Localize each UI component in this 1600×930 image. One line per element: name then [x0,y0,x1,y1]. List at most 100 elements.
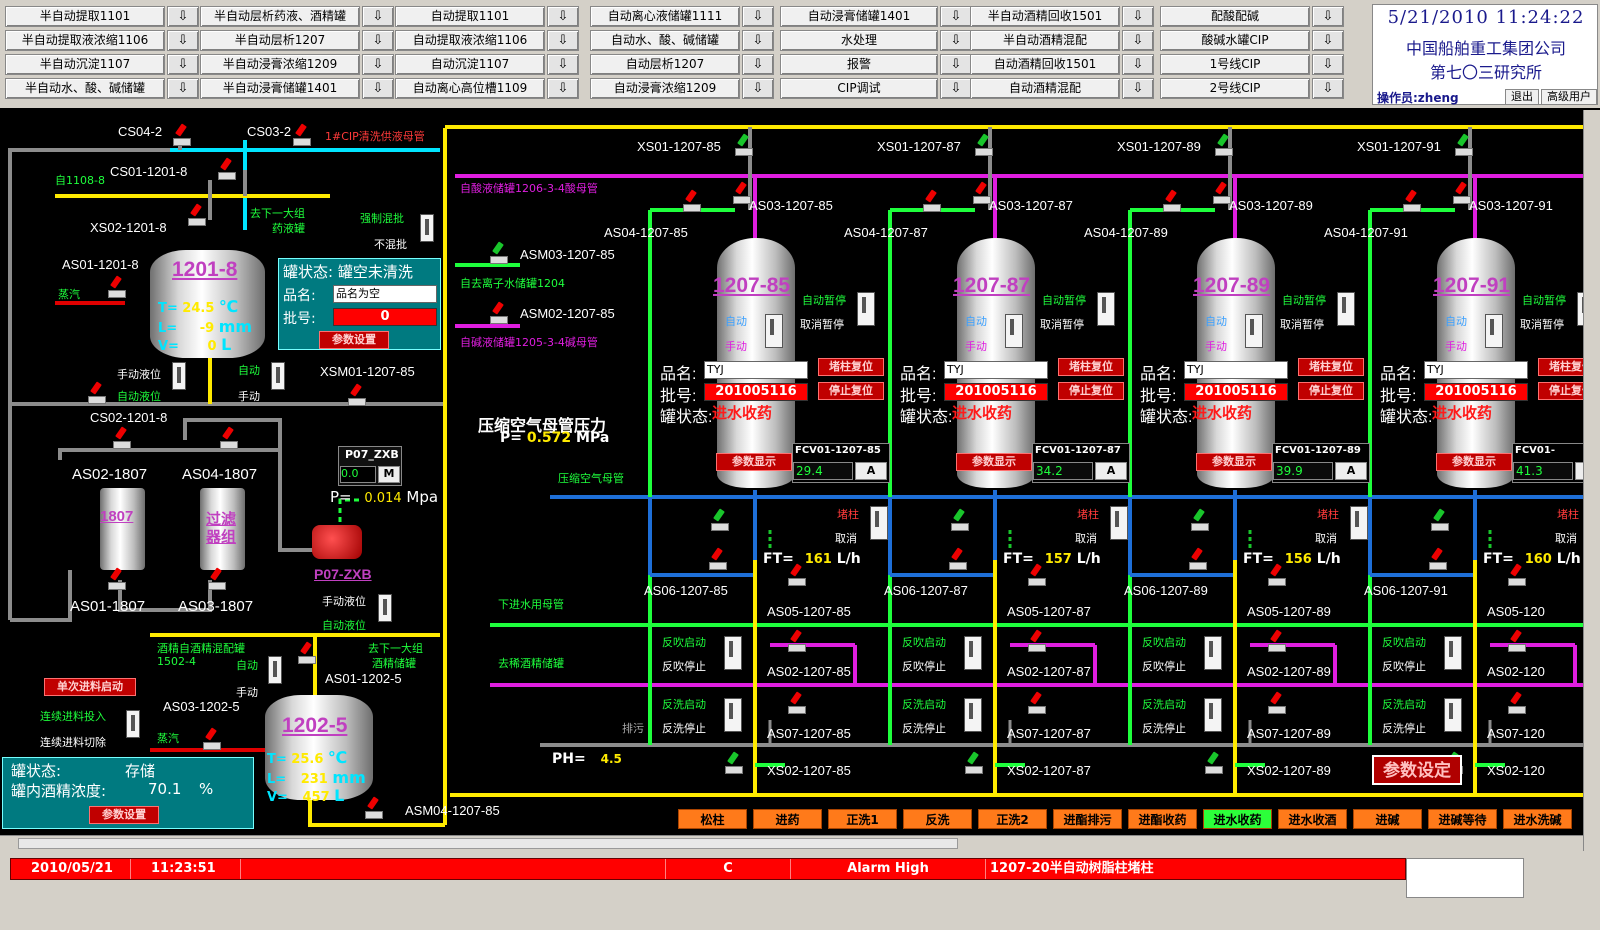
param-show-button[interactable]: 参数显示 [1436,453,1512,471]
nav-arrow-icon[interactable]: ⇩ [1122,54,1154,75]
valve-asm02[interactable] [490,310,508,324]
valve-inlet[interactable] [1191,517,1209,531]
nav-arrow-icon[interactable]: ⇩ [1312,54,1344,75]
nav-button-col7-3[interactable]: 2号线CIP [1160,78,1310,99]
nav-button-col3-3[interactable]: 自动离心高位槽1109 [395,78,545,99]
nav-arrow-icon[interactable]: ⇩ [742,6,774,27]
nav-button-col6-3[interactable]: 自动酒精混配 [970,78,1120,99]
nav-arrow-icon[interactable]: ⇩ [362,30,394,51]
nav-button-col3-1[interactable]: 自动提取液浓缩1106 [395,30,545,51]
level-switch-2[interactable] [378,594,392,622]
valve-as03[interactable] [733,190,751,204]
nav-button-col5-3[interactable]: CIP调试 [780,78,938,99]
nav-arrow-icon[interactable]: ⇩ [742,30,774,51]
admin-button[interactable]: 高级用户 [1541,89,1597,105]
valve-as05[interactable] [1268,572,1286,586]
nav-button-col1-1[interactable]: 半自动提取液浓缩1106 [5,30,165,51]
valve-as01-1202[interactable] [298,650,316,664]
nav-arrow-icon[interactable]: ⇩ [1122,6,1154,27]
backblow-switch[interactable] [964,636,982,670]
sequence-step-button[interactable]: 松柱 [678,809,747,829]
fcv-auto-button[interactable]: A [1575,462,1583,480]
nav-button-col1-0[interactable]: 半自动提取1101 [5,6,165,27]
nav-arrow-icon[interactable]: ⇩ [362,6,394,27]
nav-button-col5-0[interactable]: 自动浸膏储罐1401 [780,6,938,27]
nav-arrow-icon[interactable]: ⇩ [547,6,579,27]
nav-arrow-icon[interactable]: ⇩ [940,54,972,75]
valve-as03[interactable] [1453,190,1471,204]
valve-drain[interactable] [88,390,106,404]
valve-xs02[interactable] [725,760,743,774]
valve-as01-1807[interactable] [108,576,126,590]
valve-as05[interactable] [1028,572,1046,586]
exit-button[interactable]: 退出 [1505,89,1539,105]
product-select[interactable]: TYJ [1424,361,1528,379]
reset-stop-button[interactable]: 停止复位 [1538,382,1583,400]
valve-asm03[interactable] [490,250,508,264]
column-name[interactable]: 1207-91 [1433,274,1511,297]
vertical-scrollbar[interactable] [1583,110,1600,851]
product-select[interactable]: TYJ [944,361,1048,379]
valve-xs02[interactable] [188,212,206,226]
fcv-auto-button[interactable]: A [1095,462,1127,480]
valve-as05[interactable] [1508,572,1526,586]
valve-xs01[interactable] [735,142,753,156]
nav-button-col7-2[interactable]: 1号线CIP [1160,54,1310,75]
param-set-main-button[interactable]: 参数设定 [1372,755,1462,785]
batch-field[interactable]: 201005116 [704,383,808,401]
nav-arrow-icon[interactable]: ⇩ [940,78,972,99]
nav-button-col1-2[interactable]: 半自动沉淀1107 [5,54,165,75]
valve-inlet[interactable] [951,517,969,531]
nav-button-col1-3[interactable]: 半自动水、酸、碱储罐 [5,78,165,99]
product-select[interactable]: 品名为空 [333,285,437,303]
column-mode-switch[interactable] [765,314,783,348]
batch-field[interactable]: 201005116 [1424,383,1528,401]
column-name[interactable]: 1207-85 [713,274,791,297]
valve-as03[interactable] [973,190,991,204]
nav-button-col4-1[interactable]: 自动水、酸、碱储罐 [590,30,740,51]
column-mode-switch[interactable] [1245,314,1263,348]
batch-field[interactable]: 0 [333,308,437,326]
tank-1807[interactable] [100,488,145,570]
reset-block-button[interactable]: 堵柱复位 [818,358,884,376]
nav-arrow-icon[interactable]: ⇩ [940,30,972,51]
sequence-step-button[interactable]: 进药 [753,809,822,829]
nav-arrow-icon[interactable]: ⇩ [1122,30,1154,51]
batch-field[interactable]: 201005116 [944,383,1048,401]
valve-as04[interactable] [683,198,701,212]
valve-as02-1807[interactable] [113,435,131,449]
sequence-step-button[interactable]: 进酯排污 [1053,809,1122,829]
product-select[interactable]: TYJ [1184,361,1288,379]
nav-button-col5-1[interactable]: 水处理 [780,30,938,51]
nav-button-col5-2[interactable]: 报警 [780,54,938,75]
valve-as04[interactable] [923,198,941,212]
valve-inlet[interactable] [711,517,729,531]
nav-button-col4-0[interactable]: 自动离心液储罐1111 [590,6,740,27]
alarm-row[interactable]: 2010/05/21 11:23:51 C Alarm High 1207-20… [10,858,1406,880]
nav-button-col2-0[interactable]: 半自动层析药液、酒精罐 [200,6,360,27]
column-mode-switch[interactable] [1485,314,1503,348]
valve-xs02[interactable] [965,760,983,774]
block-switch[interactable] [1350,506,1368,540]
backwash-switch[interactable] [1444,698,1462,732]
pause-switch[interactable] [1577,292,1583,326]
mix-switch[interactable] [420,214,434,242]
reset-stop-button[interactable]: 停止复位 [1058,382,1124,400]
reset-stop-button[interactable]: 停止复位 [818,382,884,400]
sequence-step-button[interactable]: 进水收药 [1203,809,1272,829]
valve-as04[interactable] [1163,198,1181,212]
nav-arrow-icon[interactable]: ⇩ [547,78,579,99]
valve-as02[interactable] [1268,638,1286,652]
backblow-switch[interactable] [1204,636,1222,670]
valve-as02[interactable] [788,638,806,652]
valve-as07[interactable] [1508,700,1526,714]
block-switch[interactable] [870,506,888,540]
valve-as07[interactable] [788,700,806,714]
valve-xsm01[interactable] [348,392,366,406]
nav-arrow-icon[interactable]: ⇩ [547,30,579,51]
fcv-auto-button[interactable]: A [1335,462,1367,480]
nav-arrow-icon[interactable]: ⇩ [547,54,579,75]
nav-arrow-icon[interactable]: ⇩ [167,6,199,27]
valve-as04-1807[interactable] [220,435,238,449]
valve-as03-1807[interactable] [208,576,226,590]
